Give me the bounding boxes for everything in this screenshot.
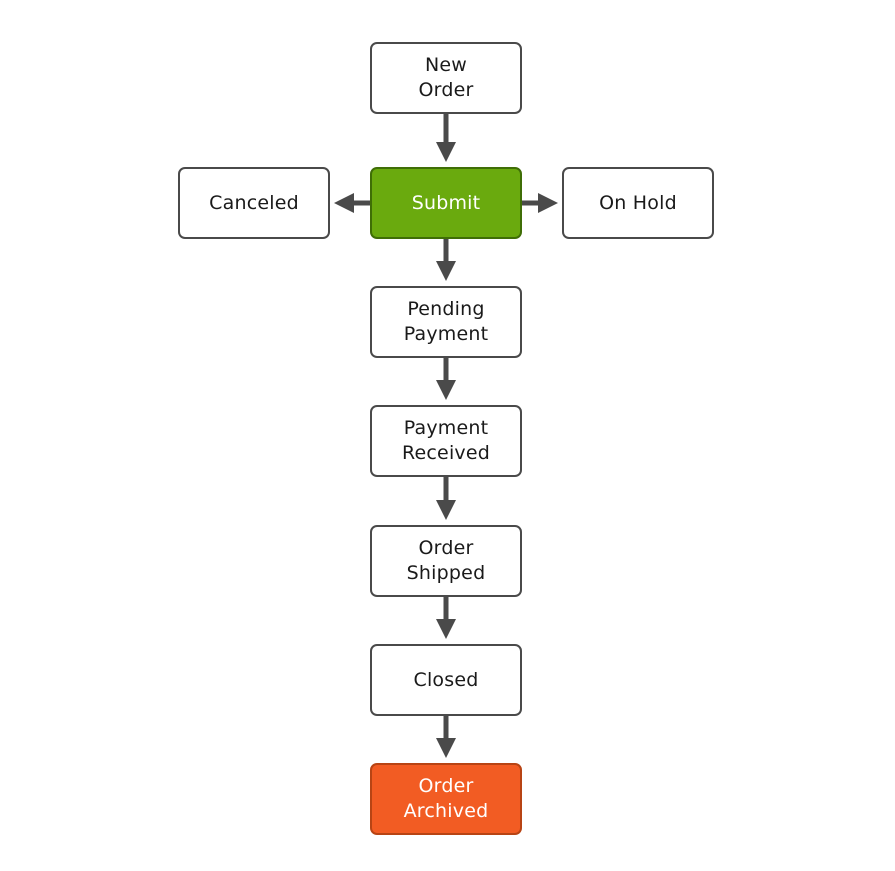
- node-submit: Submit: [370, 167, 522, 239]
- node-on-hold: On Hold: [562, 167, 714, 239]
- node-pending-payment: Pending Payment: [370, 286, 522, 358]
- node-canceled: Canceled: [178, 167, 330, 239]
- node-order-archived: Order Archived: [370, 763, 522, 835]
- node-new-order: New Order: [370, 42, 522, 114]
- node-closed: Closed: [370, 644, 522, 716]
- node-payment-received: Payment Received: [370, 405, 522, 477]
- node-order-shipped: Order Shipped: [370, 525, 522, 597]
